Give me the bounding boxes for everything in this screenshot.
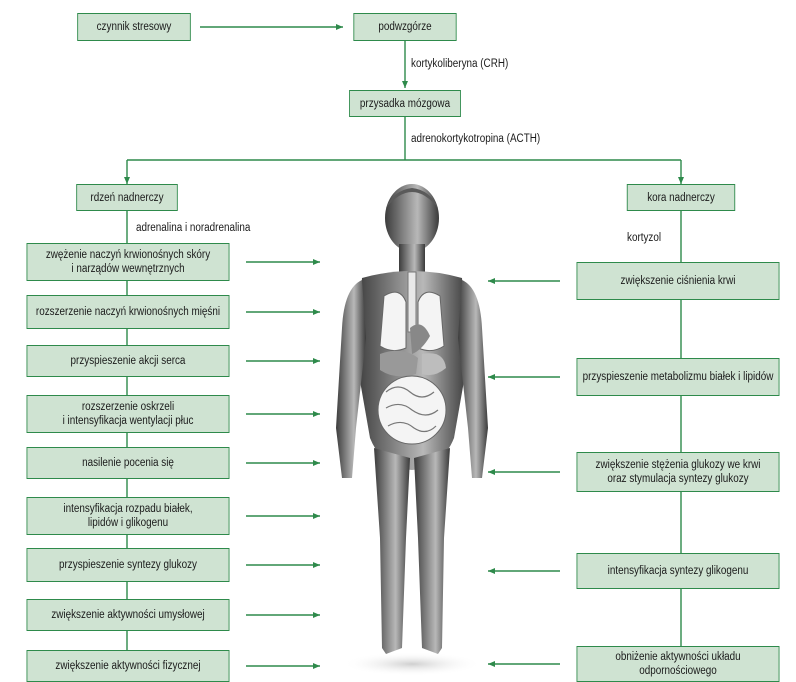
medulla-effect-box: zwiększenie aktywności fizycznej — [27, 650, 230, 682]
human-body-anatomy-icon — [322, 178, 502, 678]
medulla-effect-box: nasilenie pocenia się — [27, 447, 230, 479]
hypothalamus-box: podwzgórze — [353, 13, 456, 41]
cortex-effect-box: zwiększenie stężenia glukozy we krwi ora… — [577, 452, 780, 492]
medulla-effect-box: przyspieszenie akcji serca — [27, 345, 230, 377]
cortex-effect-box: zwiększenie ciśnienia krwi — [577, 262, 780, 300]
medulla-effect-box: rozszerzenie naczyń krwionośnych mięśni — [27, 295, 230, 329]
stressor-box: czynnik stresowy — [77, 13, 191, 41]
medulla-effect-box: rozszerzenie oskrzeli i intensyfikacja w… — [27, 395, 230, 433]
adrenal-medulla-box: rdzeń nadnerczy — [76, 184, 177, 211]
cortex-effect-box: intensyfikacja syntezy glikogenu — [577, 553, 780, 589]
cortisol-label: kortyzol — [627, 232, 661, 244]
medulla-effect-box: zwiększenie aktywności umysłowej — [27, 599, 230, 631]
medulla-effect-box: intensyfikacja rozpadu białek, lipidów i… — [27, 497, 230, 535]
crh-label: kortykoliberyna (CRH) — [411, 58, 508, 70]
acth-label: adrenokortykotropina (ACTH) — [411, 133, 540, 145]
cortex-effect-box: przyspieszenie metabolizmu białek i lipi… — [577, 358, 780, 396]
medulla-effect-box: przyspieszenie syntezy glukozy — [27, 548, 230, 582]
cortex-effect-box: obniżenie aktywności układu odpornościow… — [577, 646, 780, 682]
pituitary-box: przysadka mózgowa — [349, 90, 461, 117]
adrenaline-label: adrenalina i noradrenalina — [136, 222, 250, 234]
medulla-effect-box: zwężenie naczyń krwionośnych skóry i nar… — [27, 243, 230, 281]
adrenal-cortex-box: kora nadnerczy — [627, 184, 735, 211]
